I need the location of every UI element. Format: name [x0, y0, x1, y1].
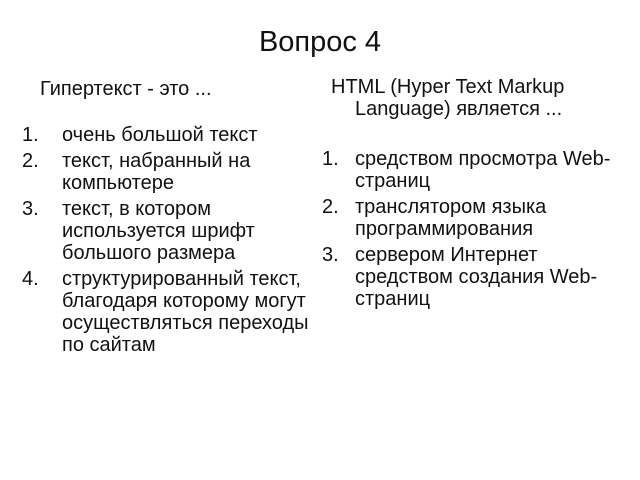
- right-question-block: HTML (Hyper Text Markup Language) являет…: [322, 76, 632, 314]
- answer-number: 3.: [22, 198, 39, 220]
- answer-number: 4.: [22, 268, 39, 290]
- left-answer-3: 3. текст, в котором используется шрифт б…: [22, 198, 322, 264]
- answer-text: сервером Интернет средством создания Web…: [355, 244, 598, 310]
- answer-text: текст, в котором используется шрифт боль…: [62, 198, 255, 264]
- left-question-block: Гипертекст - это ... 1. очень большой те…: [22, 78, 322, 360]
- right-question: HTML (Hyper Text Markup Language) являет…: [331, 76, 565, 120]
- left-answer-list: 1. очень большой текст 2. текст, набранн…: [22, 124, 322, 356]
- answer-text: транслятором языка программирования: [355, 196, 547, 240]
- right-answer-1: 1. средством просмотра Web-страниц: [322, 148, 632, 192]
- left-answer-1: 1. очень большой текст: [22, 124, 322, 146]
- slide-title: Вопрос 4: [258, 26, 382, 58]
- answer-text: очень большой текст: [62, 124, 258, 146]
- left-question: Гипертекст - это ...: [40, 78, 212, 100]
- answer-text: структурированный текст, благодаря котор…: [62, 268, 309, 356]
- answer-text: средством просмотра Web-страниц: [355, 148, 611, 192]
- answer-number: 2.: [322, 196, 339, 218]
- left-answer-4: 4. структурированный текст, благодаря ко…: [22, 268, 322, 356]
- answer-number: 2.: [22, 150, 39, 172]
- left-answer-2: 2. текст, набранный на компьютере: [22, 150, 322, 194]
- right-answer-list: 1. средством просмотра Web-страниц 2. тр…: [322, 148, 632, 310]
- answer-number: 3.: [322, 244, 339, 266]
- answer-number: 1.: [22, 124, 39, 146]
- right-answer-3: 3. сервером Интернет средством создания …: [322, 244, 632, 310]
- right-answer-2: 2. транслятором языка программирования: [322, 196, 632, 240]
- answer-text: текст, набранный на компьютере: [62, 150, 251, 194]
- answer-number: 1.: [322, 148, 339, 170]
